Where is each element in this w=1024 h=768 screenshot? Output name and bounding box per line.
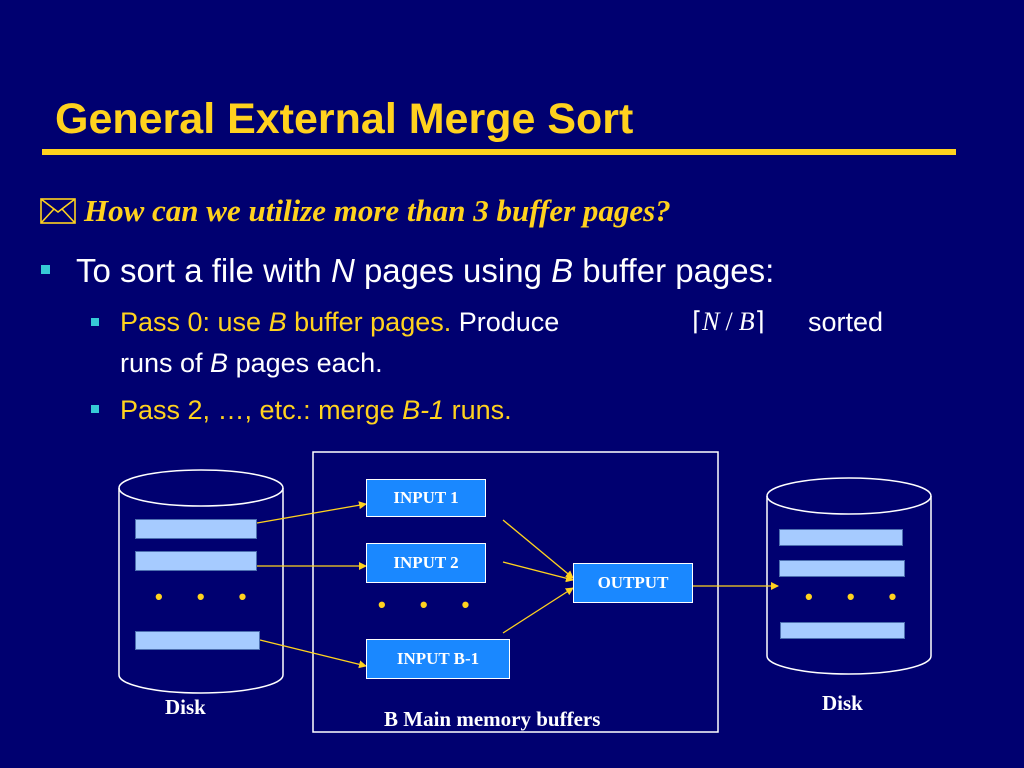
bullet-marker	[91, 405, 99, 413]
left-disk-label: Disk	[165, 695, 206, 719]
text: pages using	[354, 252, 552, 289]
var-b: B	[210, 348, 229, 378]
var-b-minus-1: B-1	[402, 395, 445, 425]
arrow-disk-to-input1	[256, 501, 367, 524]
left-disk-page	[135, 551, 257, 571]
left-disk-page	[135, 631, 260, 650]
var-b: B	[268, 307, 287, 337]
var-b: B	[738, 307, 755, 336]
right-disk-page	[780, 622, 905, 639]
arrow-input1-to-output	[502, 519, 574, 579]
text: runs of	[120, 348, 211, 378]
arrow-inputb-to-output	[502, 587, 574, 634]
text: To sort a file with	[76, 252, 331, 289]
input-buffer-2: INPUT 2	[366, 543, 486, 583]
title-underline	[42, 149, 956, 155]
input-buffer-1: INPUT 1	[366, 479, 486, 517]
question-text: How can we utilize more than 3 buffer pa…	[84, 193, 671, 228]
bullet-sort-file: To sort a file with N pages using B buff…	[76, 252, 774, 290]
text-sorted: sorted	[808, 307, 884, 337]
slide-title: General External Merge Sort	[55, 95, 634, 143]
text: pages each.	[228, 348, 383, 378]
slash: /	[725, 307, 733, 336]
buffer-ellipsis: • • •	[378, 592, 484, 617]
text: Pass 2, …, etc.: merge	[120, 395, 403, 425]
memory-buffers-label: B Main memory buffers	[384, 707, 601, 731]
text: buffer pages.	[286, 307, 452, 337]
left-disk-cylinder	[118, 469, 284, 694]
envelope-icon	[40, 198, 76, 224]
arrow-input2-to-output	[502, 561, 574, 583]
bullet-pass2: Pass 2, …, etc.: merge B-1 runs.	[120, 395, 512, 426]
bullet-pass0: Pass 0: use B buffer pages. Produce	[120, 307, 559, 338]
right-disk-cylinder	[766, 477, 932, 675]
text: buffer pages:	[573, 252, 775, 289]
bullet-marker	[91, 318, 99, 326]
var-n: N	[702, 307, 720, 336]
bullet-marker	[41, 265, 50, 274]
bullet-pass0-cont: runs of B pages each.	[120, 348, 383, 379]
right-disk-page	[779, 529, 903, 546]
left-disk-ellipsis: • • •	[155, 584, 261, 609]
input-buffer-b-minus-1: INPUT B-1	[366, 639, 510, 679]
memory-frame	[312, 451, 719, 733]
output-buffer: OUTPUT	[573, 563, 693, 603]
left-disk-page	[135, 519, 257, 539]
question-row: How can we utilize more than 3 buffer pa…	[40, 193, 671, 229]
ceiling-n-over-b: ⌈N/B⌉	[692, 307, 765, 336]
var-b: B	[551, 252, 574, 289]
text: Produce	[451, 307, 560, 337]
right-disk-label: Disk	[822, 691, 863, 715]
var-n: N	[330, 252, 355, 289]
right-disk-ellipsis: • • •	[805, 584, 911, 609]
right-disk-page	[779, 560, 905, 577]
text: runs.	[444, 395, 512, 425]
text: Pass 0: use	[120, 307, 269, 337]
arrow-disk-to-inputb	[259, 639, 367, 669]
